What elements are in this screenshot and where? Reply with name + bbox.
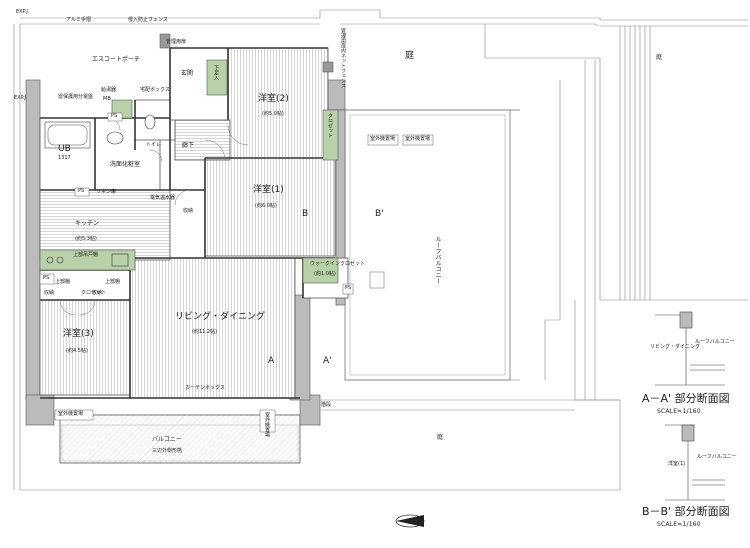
hallway-label: 廊下 xyxy=(182,142,195,149)
outdoor-unit-label-1: 室外機置場 xyxy=(370,136,396,142)
entrance-label: 玄関 xyxy=(181,70,194,77)
unit-bath-label: UB xyxy=(58,144,71,154)
section-aa-scale: SCALE≒1/160 xyxy=(657,408,701,415)
ps-label-2: PS xyxy=(78,188,85,194)
toilet-fixture xyxy=(144,114,156,130)
kitchen-size: (約5.3帖) xyxy=(75,236,97,242)
door-swings xyxy=(59,117,249,316)
shoe-cabinet-label: 下足入 xyxy=(213,65,219,80)
storage-label-2: 収納 xyxy=(44,290,55,296)
section-bb-roof-label: ルーフバルコニー xyxy=(697,454,737,460)
linen-label: リネン庫 xyxy=(96,189,117,195)
small-boxes xyxy=(39,112,434,433)
water-heater-label: 給湯器 xyxy=(101,87,117,93)
closet-label-2: クロゼット xyxy=(327,113,333,138)
section-a-marker: A xyxy=(268,356,275,366)
fence-label: 侵入防止フェンス xyxy=(128,17,168,23)
mb-label: MB xyxy=(103,96,111,102)
western-room-3-label: 洋室(3) xyxy=(63,329,94,339)
kitchen-counter xyxy=(39,249,136,271)
storage-label-1: 収納 xyxy=(183,208,194,214)
garden-label-east: 庭 xyxy=(656,54,663,61)
closet-label-1: クロゼット xyxy=(81,290,107,296)
expansion-joint-label-2: EXP.J xyxy=(14,95,26,101)
sink-fixture xyxy=(106,131,124,145)
interior-walls xyxy=(40,47,335,399)
admin-door-vertical-label: 管理用扉内ネットフェンス xyxy=(340,28,346,88)
kitchen-label: キッチン xyxy=(75,220,100,227)
section-aa-title: A－A' 部分断面図 xyxy=(642,392,730,405)
upper-cabinet-label: 上部吊戸棚 xyxy=(73,252,99,258)
stairs-label: 階段 xyxy=(321,402,332,408)
toilet-label: トイレ xyxy=(146,142,162,148)
washroom-label: 洗面化粧室 xyxy=(110,161,141,168)
electric-heater-label: 電気温水器 xyxy=(150,195,176,201)
closet-room2 xyxy=(322,109,339,161)
upper-shelf-label-2: 上部棚 xyxy=(105,279,121,285)
north-arrow xyxy=(395,514,425,528)
living-dining-label: リビング・ダイニング xyxy=(175,312,266,322)
upper-shelf-label-1: 上部棚 xyxy=(55,279,71,285)
balcony-label: バルコニー xyxy=(152,436,182,443)
section-aa-ld-label: リビング・ダイニング xyxy=(650,344,701,350)
outdoor-unit-label-4: 室外機置場 xyxy=(264,412,270,437)
section-bb-room-label: 洋室(1) xyxy=(668,461,686,467)
wic-shelf xyxy=(302,257,339,284)
outdoor-unit-label-3: 室外機置場 xyxy=(58,411,84,417)
section-aa-diagram xyxy=(655,311,725,386)
porch-label: エスコートポーチ xyxy=(92,56,141,63)
expansion-joint-label: EXP.J xyxy=(16,9,28,15)
walk-in-closet-label: ウォークインクロゼット xyxy=(310,261,366,267)
section-bb-scale: SCALE≒1/160 xyxy=(657,521,701,528)
meter-label: 雷保護用分電盤 xyxy=(58,94,94,100)
shoe-cabinet xyxy=(206,59,228,96)
section-b-marker: B xyxy=(302,209,309,219)
section-aa-roof-label: ルーフバルコニー xyxy=(695,339,735,345)
room-floors xyxy=(39,47,349,399)
western-room-1-size: (約6.0帖) xyxy=(255,203,277,209)
balcony-sub-label: 三辺外側形態 xyxy=(152,448,183,454)
outdoor-unit-label-2: 室外機置場 xyxy=(405,136,431,142)
western-room-2-label: 洋室(2) xyxy=(258,94,289,104)
living-dining-size: (約11.2帖) xyxy=(192,329,218,335)
section-a-prime-marker: A' xyxy=(323,356,332,366)
western-room-2-size: (約5.0帖) xyxy=(262,111,284,117)
walk-in-closet-size: (約1.0帖) xyxy=(314,271,336,277)
garden-label-south: 庭 xyxy=(437,434,444,441)
western-room-1-label: 洋室(1) xyxy=(253,185,284,195)
ps-label-3: PS xyxy=(43,275,50,281)
site-outline xyxy=(13,9,748,491)
unit-bath-size: 1317 xyxy=(58,155,71,161)
roof-balcony xyxy=(344,109,520,381)
ps-label-1: PS xyxy=(111,113,118,119)
roof-balcony-label: ルーフバルコニー xyxy=(434,236,441,284)
admin-door-label: 管理用扉 xyxy=(166,39,187,45)
section-bb-title: B－B' 部分断面図 xyxy=(642,505,730,518)
ps-label-4: PS xyxy=(345,285,352,291)
columns xyxy=(159,33,334,73)
section-b-prime-marker: B' xyxy=(375,209,384,219)
delivery-box-label: 宅配ボックス xyxy=(140,87,170,93)
garden-label-north: 庭 xyxy=(405,51,415,61)
western-room-3-size: (約4.5帖) xyxy=(66,348,88,354)
storage-label-3: 収納 xyxy=(92,290,103,296)
section-bb-diagram xyxy=(665,424,725,501)
curtain-box-label: カーテンボックス xyxy=(185,385,225,391)
bathtub xyxy=(44,121,91,149)
aluminum-rail-label: アルミ手摺 xyxy=(66,17,91,23)
